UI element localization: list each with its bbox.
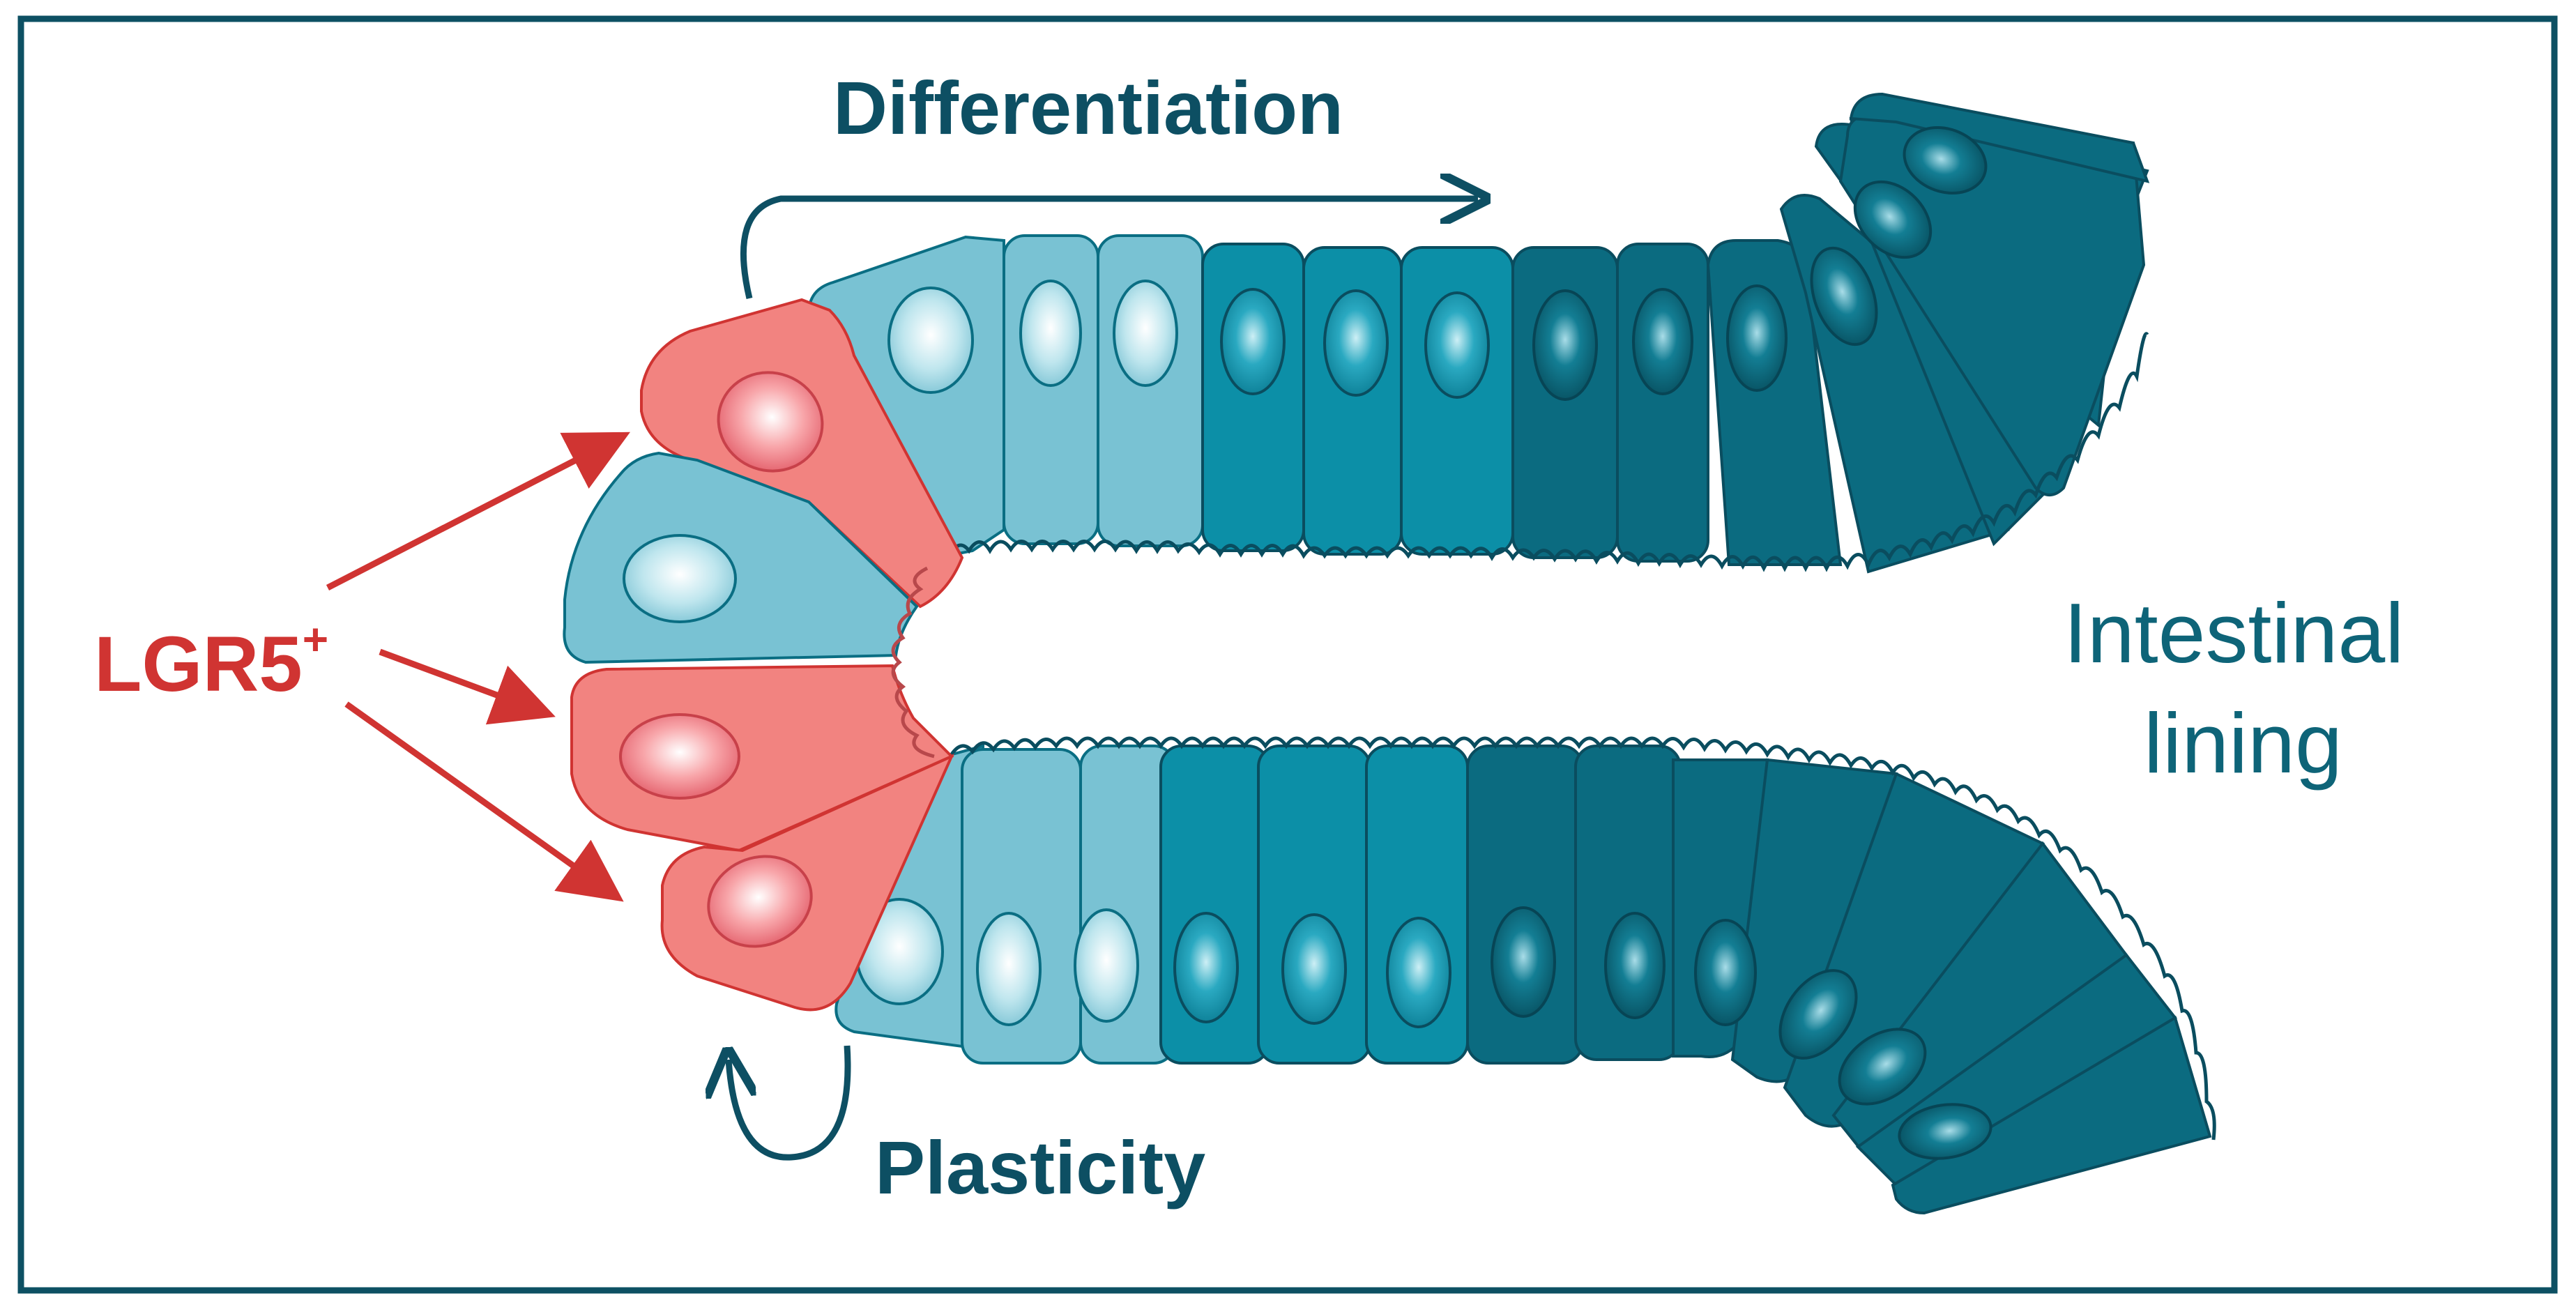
top-nucleus-1 xyxy=(887,287,974,394)
stem-nucleus-bottom xyxy=(707,855,813,948)
top-nucleus-3 xyxy=(1113,280,1178,387)
bottom-nucleus-12 xyxy=(1898,1103,1992,1160)
top-epithelium xyxy=(807,92,2150,574)
lgr5-arrows xyxy=(326,432,631,902)
bottom-nucleus-9 xyxy=(1694,919,1757,1026)
lgr5-superscript: + xyxy=(302,614,329,664)
top-brush-border xyxy=(946,332,2149,572)
bottom-nucleus-8 xyxy=(1604,912,1666,1019)
bottom-nucleus-2 xyxy=(976,912,1042,1026)
stem-cell-middle xyxy=(570,664,954,853)
top-nucleus-5 xyxy=(1323,289,1389,397)
bottom-mature-cell-8 xyxy=(1891,1015,2212,1215)
plasticity-label: Plasticity xyxy=(875,1125,1206,1210)
top-nucleus-9 xyxy=(1726,284,1788,392)
crypt-base xyxy=(563,298,964,1012)
top-nucleus-12 xyxy=(1903,125,1988,195)
bottom-nucleus-6 xyxy=(1386,917,1451,1028)
plasticity-arrow xyxy=(729,1046,851,1161)
lgr5-arrow-bottom xyxy=(344,701,624,902)
bottom-nucleus-3 xyxy=(1074,908,1139,1023)
bottom-nucleus-7 xyxy=(1491,906,1556,1018)
figure-frame xyxy=(17,15,2558,1294)
paneth-nucleus xyxy=(623,534,737,623)
top-villus-upper xyxy=(1849,92,2150,183)
lgr5-text: LGR5 xyxy=(94,620,303,708)
top-nucleus-4 xyxy=(1220,288,1286,395)
lgr5-label: LGR5+ xyxy=(94,613,328,709)
stem-nucleus-top xyxy=(717,371,824,473)
bottom-nucleus-4 xyxy=(1173,912,1239,1023)
top-nucleus-11 xyxy=(1853,180,1933,259)
differentiation-label: Differentiation xyxy=(833,66,1344,150)
intestinal-label: Intestinal xyxy=(2064,586,2404,680)
lgr5-arrow-top xyxy=(326,432,631,591)
lgr5-arrow-middle xyxy=(379,648,556,725)
bottom-epithelium xyxy=(834,736,2216,1215)
lining-label: lining xyxy=(2144,696,2342,791)
stem-nucleus-middle xyxy=(619,713,740,800)
top-nucleus-6 xyxy=(1424,291,1490,399)
crypt-brush-border xyxy=(891,566,935,758)
top-nucleus-7 xyxy=(1532,289,1598,401)
bottom-nucleus-11 xyxy=(1838,1028,1927,1106)
bottom-nucleus-5 xyxy=(1281,913,1347,1025)
bottom-nucleus-10 xyxy=(1778,969,1858,1060)
bottom-brush-border xyxy=(950,736,2216,1141)
top-nucleus-8 xyxy=(1632,288,1693,395)
top-nucleus-10 xyxy=(1810,246,1878,346)
differentiation-arrow xyxy=(740,199,1478,300)
top-nucleus-2 xyxy=(1019,280,1082,387)
